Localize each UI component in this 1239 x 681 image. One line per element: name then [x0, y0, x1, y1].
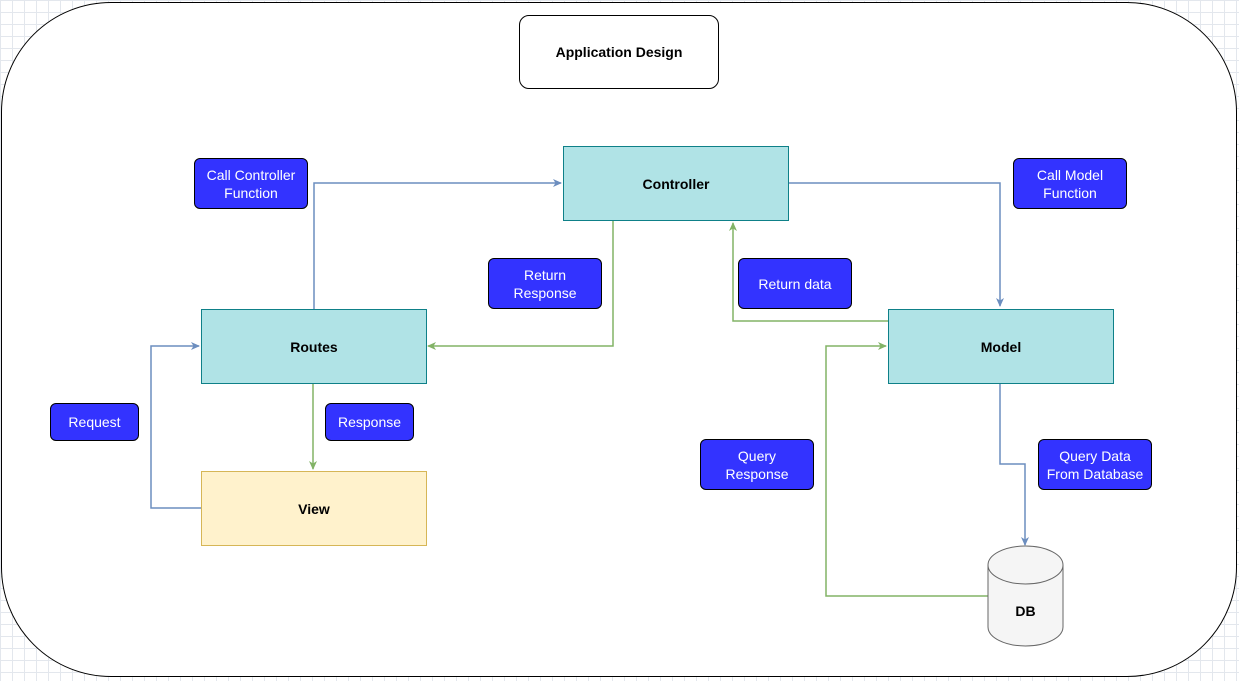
label-return-data: Return data	[738, 258, 852, 309]
edge-db-to-model	[825, 342, 988, 597]
edge-model-to-controller	[729, 222, 888, 322]
db-node-label[interactable]: DB	[1015, 603, 1036, 619]
label-response: Response	[325, 403, 414, 441]
routes-node[interactable]: Routes	[201, 309, 427, 384]
edge-view-to-routes	[150, 342, 201, 509]
label-call-model-function: Call Model Function	[1013, 158, 1127, 209]
edge-model-to-db	[999, 384, 1029, 546]
edge-controller-to-routes	[427, 221, 614, 350]
diagram-title: Application Design	[519, 15, 719, 89]
label-return-response: Return Response	[488, 258, 602, 309]
view-node[interactable]: View	[201, 471, 427, 546]
db-cylinder-icon	[987, 545, 1064, 647]
label-query-response: Query Response	[700, 439, 814, 490]
label-query-data-from-database: Query Data From Database	[1038, 439, 1152, 490]
edge-routes-to-controller	[313, 179, 562, 309]
controller-node[interactable]: Controller	[563, 146, 789, 221]
label-request: Request	[50, 403, 139, 441]
edge-controller-to-model	[789, 182, 1004, 307]
label-call-controller-function: Call Controller Function	[194, 158, 308, 209]
model-node[interactable]: Model	[888, 309, 1114, 384]
